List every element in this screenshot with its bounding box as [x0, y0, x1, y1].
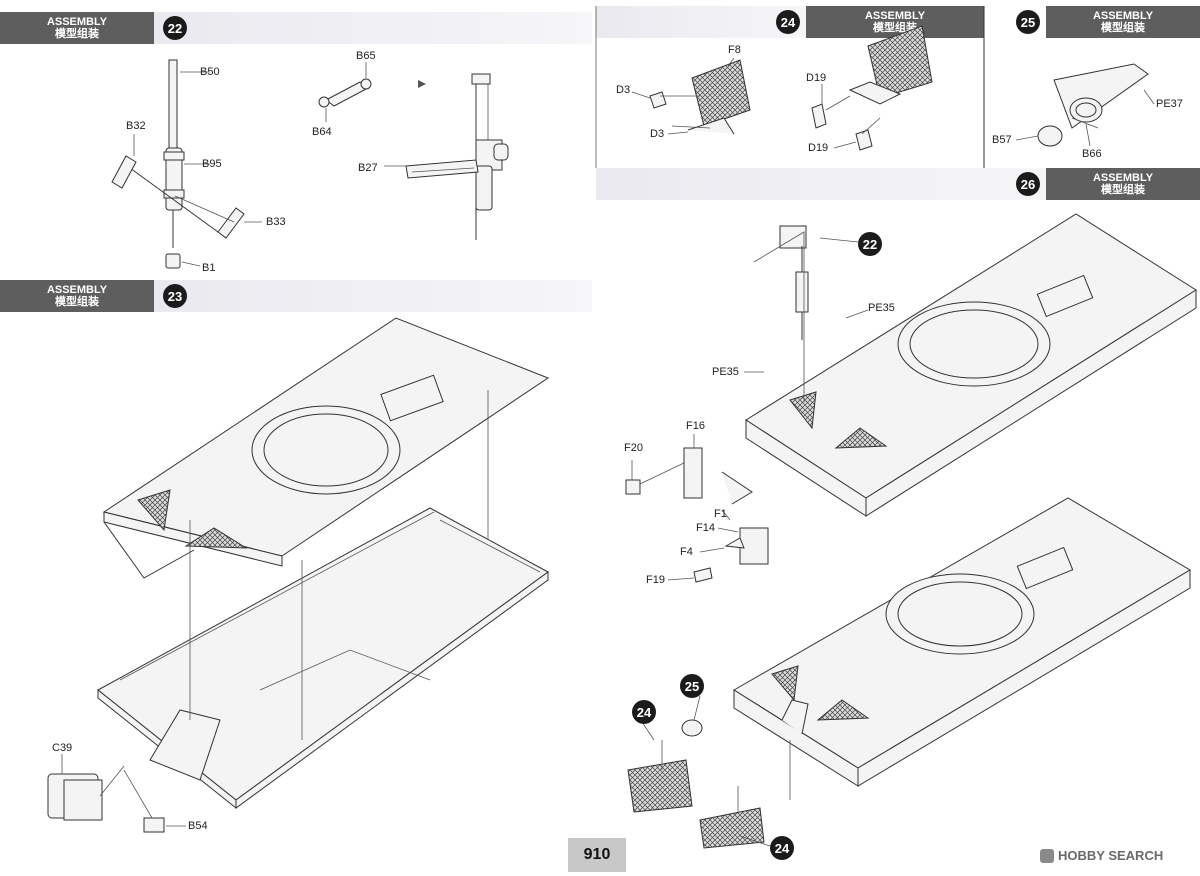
step22-bracket	[318, 78, 426, 108]
step-badge-23: 23	[163, 284, 187, 308]
step23-lower-hull	[97, 390, 549, 810]
part-label: D3	[650, 128, 665, 140]
section-band	[596, 168, 1046, 200]
part-label: B64	[312, 126, 332, 138]
step23-upper-hull	[102, 317, 550, 579]
step-badge-24: 24	[776, 10, 800, 34]
part-label: B95	[202, 158, 222, 170]
part-label: F19	[646, 574, 665, 586]
callout-badge-24: 24	[770, 836, 794, 860]
part-label: D19	[808, 142, 829, 154]
step24-ladder	[649, 59, 751, 135]
leader-lines	[61, 57, 1155, 847]
part-label: F4	[680, 546, 693, 558]
part-label: D19	[806, 72, 827, 84]
section-label: ASSEMBLY 模型组装	[1046, 168, 1200, 200]
part-label: B1	[202, 262, 216, 274]
watermark-logo-icon	[1040, 848, 1054, 863]
step24-ladder-assembled	[811, 25, 933, 151]
section-band	[154, 280, 592, 312]
watermark-text: HOBBY SEARCH	[1058, 848, 1164, 863]
part-label: F20	[624, 442, 643, 454]
watermark: HOBBY SEARCH	[1040, 848, 1163, 863]
step-badge-26: 26	[1016, 172, 1040, 196]
step25-light	[1037, 63, 1149, 147]
step-badge-25: 25	[1016, 10, 1040, 34]
part-label: PE35	[868, 302, 895, 314]
callout-badge-25: 25	[680, 674, 704, 698]
section-band	[154, 12, 592, 44]
section-header-25: ASSEMBLY 模型组装	[1046, 6, 1200, 38]
callout-badge-22: 22	[858, 232, 882, 256]
part-label: B57	[992, 134, 1012, 146]
part-label: C39	[52, 742, 73, 754]
step26-upper-hull	[745, 213, 1197, 517]
part-label: B65	[356, 50, 376, 62]
step22-assembled	[405, 73, 509, 240]
section-label: ASSEMBLY 模型组装	[0, 12, 154, 44]
part-label: D3	[616, 84, 631, 96]
part-label: F16	[686, 420, 705, 432]
section-header-22: ASSEMBLY 模型组装	[0, 12, 592, 44]
section-label: ASSEMBLY 模型组装	[0, 280, 154, 312]
part-label: PE35	[712, 366, 739, 378]
part-label: F1	[714, 508, 727, 520]
section-label: ASSEMBLY 模型组装	[1046, 6, 1200, 38]
part-label: B32	[126, 120, 146, 132]
step26-completed-hull	[627, 497, 1191, 849]
page-number: 910	[568, 838, 626, 872]
part-label: B66	[1082, 148, 1102, 160]
section-header-26: ASSEMBLY 模型组装	[596, 168, 1200, 200]
part-label: F8	[728, 44, 741, 56]
part-label: B27	[358, 162, 378, 174]
section-label: ASSEMBLY 模型组装	[806, 6, 984, 38]
section-header-23: ASSEMBLY 模型组装	[0, 280, 592, 312]
section-band	[596, 6, 806, 38]
part-label: PE37	[1156, 98, 1183, 110]
section-header-24: ASSEMBLY 模型组装	[806, 6, 984, 38]
part-label: B33	[266, 216, 286, 228]
step-badge-22: 22	[163, 16, 187, 40]
part-label: B54	[188, 820, 208, 832]
callout-badge-24: 24	[632, 700, 656, 724]
step23-parts	[47, 765, 165, 833]
step22-strut	[111, 59, 245, 269]
step26-parts	[625, 447, 769, 583]
part-label: F14	[696, 522, 715, 534]
part-label: B50	[200, 66, 220, 78]
